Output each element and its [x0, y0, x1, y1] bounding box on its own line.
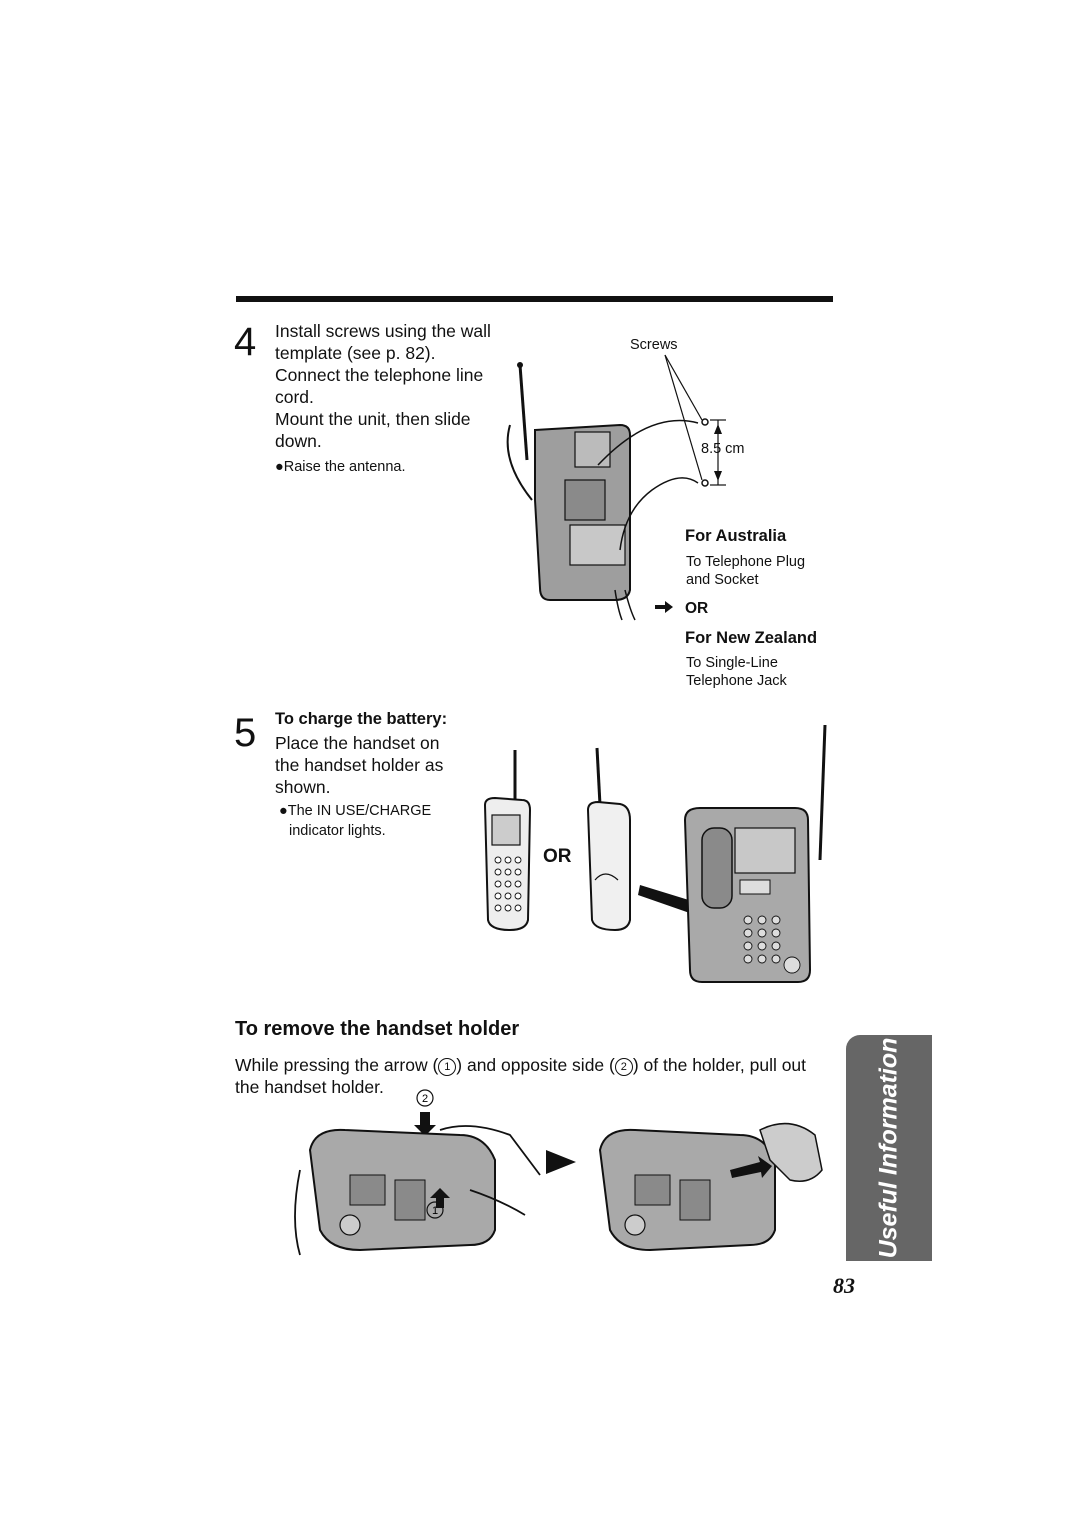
charging-illustration	[483, 724, 827, 983]
australia-line-2: and Socket	[686, 572, 759, 588]
section-rule	[236, 296, 833, 302]
new-zealand-line-1: To Single-Line	[686, 655, 778, 671]
new-zealand-line-2: Telephone Jack	[686, 673, 787, 689]
step-5-note-line-1: ●The IN USE/CHARGE	[279, 803, 432, 819]
step-5-instructions: Place the handset on the handset holder …	[275, 732, 475, 798]
remove-holder-line-2: the handset holder.	[235, 1077, 384, 1097]
remove-holder-heading: To remove the handset holder	[235, 1018, 520, 1040]
section-side-tab: Useful Information	[846, 1035, 932, 1261]
instruction-text: While pressing the arrow (	[235, 1055, 439, 1075]
instruction-text: ) and opposite side (	[456, 1055, 615, 1075]
australia-line-1: To Telephone Plug	[686, 554, 806, 570]
step-4-line: template (see p. 82).	[275, 343, 436, 363]
step-5-line: Place the handset on	[275, 733, 440, 753]
step-4-line: Mount the unit, then slide	[275, 409, 471, 429]
marker-2-icon: 2	[614, 1058, 633, 1076]
side-tab-label: Useful Information	[874, 1037, 903, 1259]
step-4-line: Connect the telephone line	[275, 365, 484, 385]
distance-label: 8.5 cm	[701, 441, 745, 457]
or-label: OR	[685, 600, 709, 617]
step-4-instructions: Install screws using the wall template (…	[275, 320, 515, 452]
step-5-or-label: OR	[543, 846, 572, 867]
step-5-line: the handset holder as	[275, 755, 444, 775]
step-5-line: shown.	[275, 777, 331, 797]
step-4-note: ●Raise the antenna.	[275, 459, 406, 475]
remove-holder-instructions: While pressing the arrow (1) and opposit…	[235, 1054, 806, 1076]
step-4-line: cord.	[275, 387, 314, 407]
screws-label: Screws	[630, 337, 678, 353]
page-number: 83	[833, 1273, 855, 1298]
wall-mount-illustration	[506, 354, 726, 621]
remove-holder-illustration: 2 1	[294, 1089, 823, 1256]
step-5-note-line-2: indicator lights.	[289, 823, 386, 839]
svg-text:1: 1	[432, 1205, 438, 1217]
australia-heading: For Australia	[685, 527, 787, 545]
step-number-5: 5	[234, 711, 257, 755]
step-4-line: Install screws using the wall	[275, 321, 491, 341]
step-4-line: down.	[275, 431, 322, 451]
step-5-title: To charge the battery:	[275, 710, 448, 728]
instruction-text: ) of the holder, pull out	[632, 1055, 807, 1075]
new-zealand-heading: For New Zealand	[685, 629, 818, 647]
marker-1-icon: 1	[438, 1058, 457, 1076]
svg-text:2: 2	[422, 1093, 428, 1105]
step-number-4: 4	[234, 320, 257, 364]
